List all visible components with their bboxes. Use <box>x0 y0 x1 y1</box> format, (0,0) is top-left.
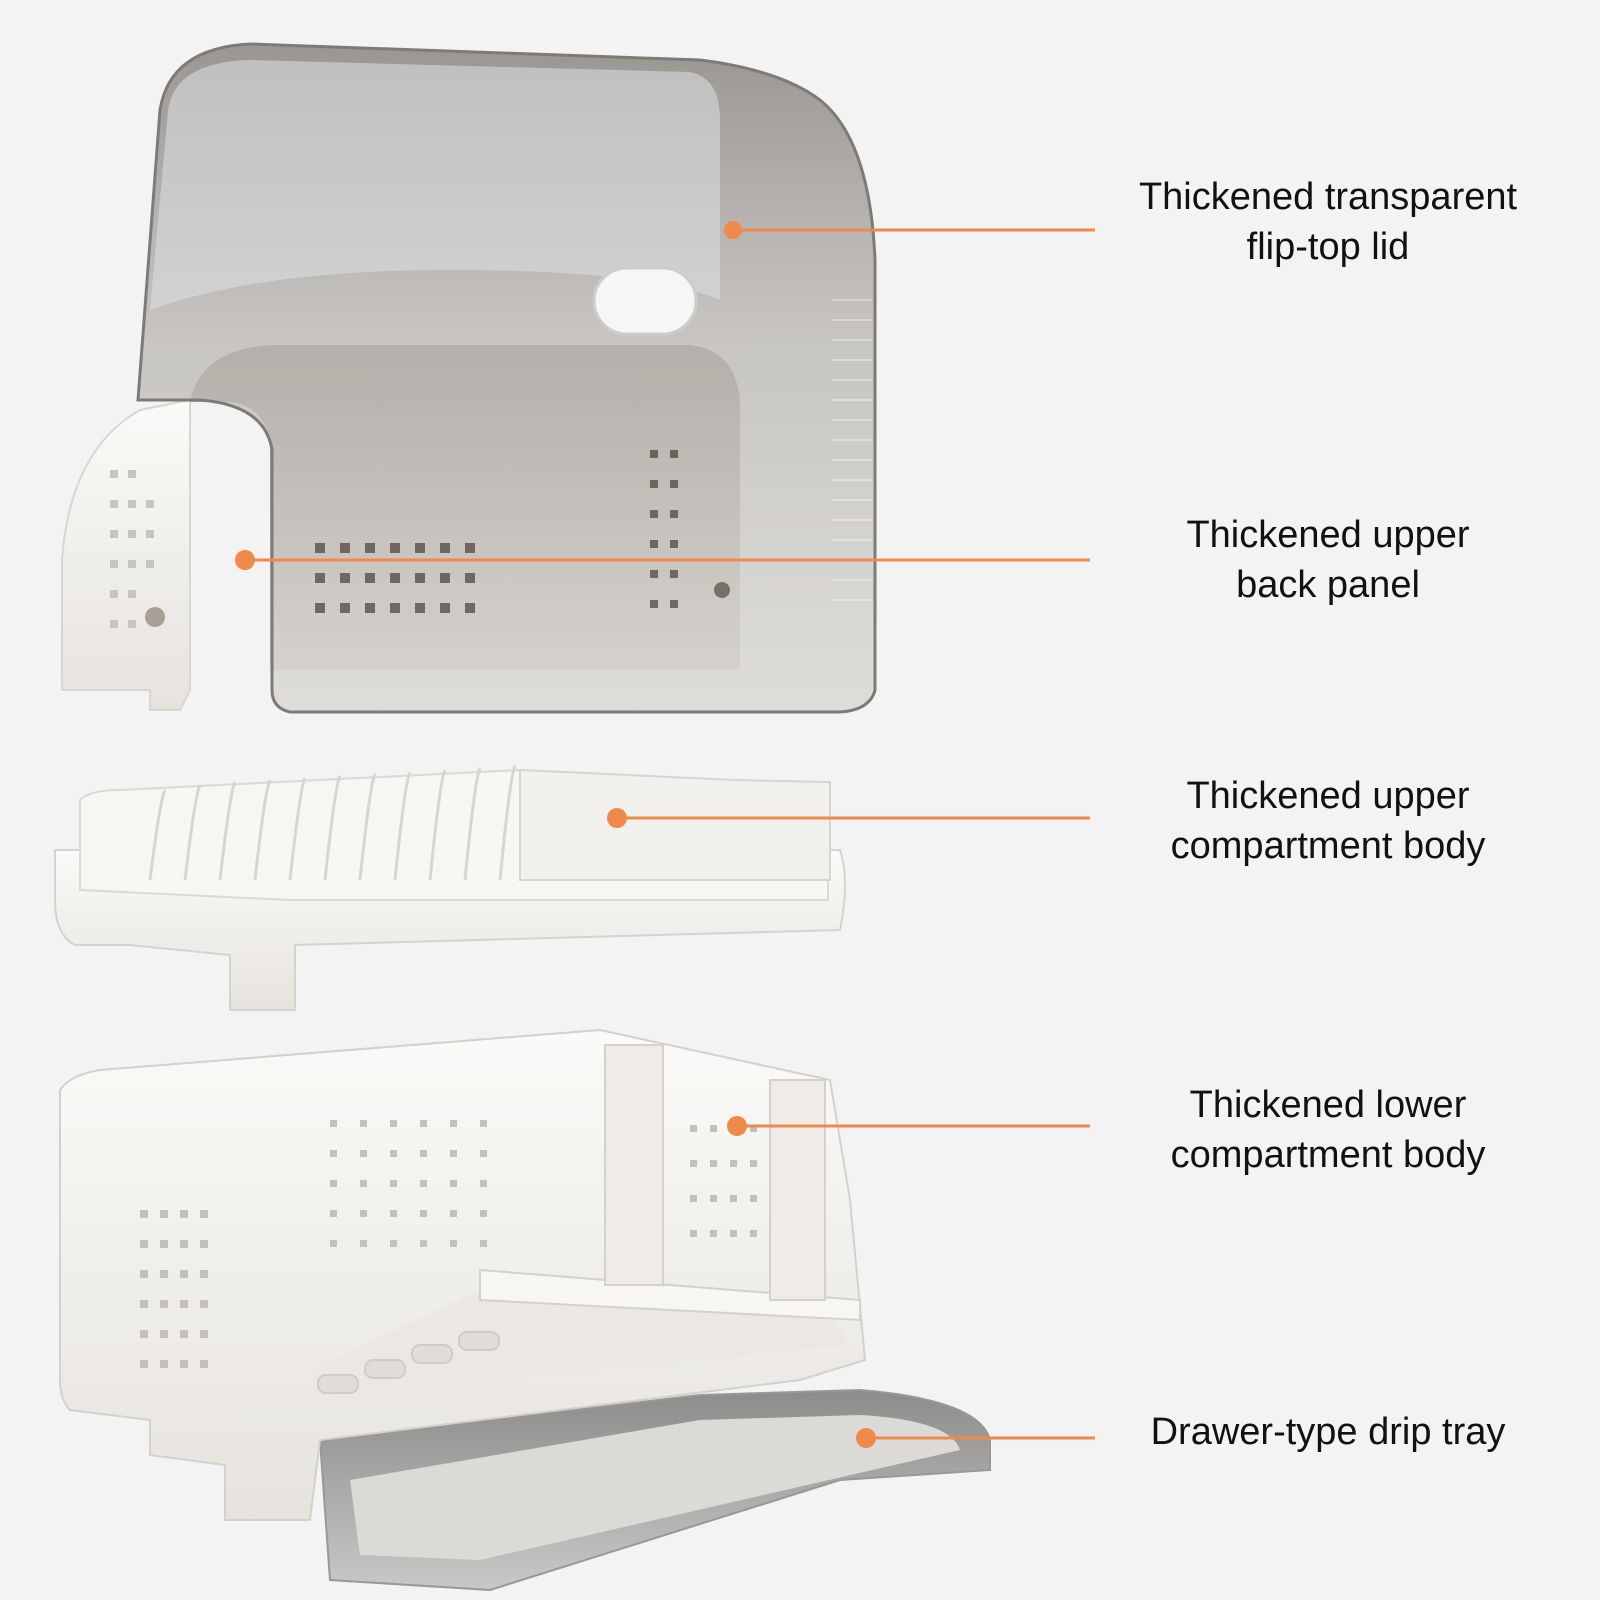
plate-slots <box>148 765 517 881</box>
drip-tray-inner <box>350 1415 960 1560</box>
callout-dot-back-panel <box>235 550 255 570</box>
callout-line: Thickened upper <box>1186 775 1470 817</box>
callout-label-upper-body: Thickened upper compartment body <box>1108 771 1548 871</box>
upper-compartment <box>54 765 846 1011</box>
lid-top-face <box>150 60 720 310</box>
lid-side-ribs <box>832 299 872 601</box>
callout-dot-upper-body <box>607 808 627 828</box>
lower-back-post <box>604 1044 664 1286</box>
hinge-pin <box>714 582 730 598</box>
utensil-slots <box>317 1331 500 1394</box>
callout-leaders <box>245 228 1095 1440</box>
callout-label-lower-body: Thickened lower compartment body <box>1108 1080 1548 1180</box>
callout-line: Thickened lower <box>1189 1084 1467 1126</box>
callout-line: Thickened transparent <box>1138 176 1518 218</box>
hinge-pin <box>145 607 165 627</box>
callout-dot-drip-tray <box>856 1428 876 1448</box>
left-side-wall <box>61 398 191 711</box>
lid-latch <box>592 266 698 336</box>
callout-line: flip-top lid <box>1246 226 1410 268</box>
callout-line: Thickened upper <box>1186 514 1470 556</box>
callout-line: back panel <box>1236 564 1420 606</box>
callout-label-drip-tray: Drawer-type drip tray <box>1108 1407 1548 1457</box>
upper-unit <box>61 42 877 714</box>
lower-vents <box>140 1120 757 1368</box>
side-wall-vents <box>110 470 154 628</box>
callout-label-lid: Thickened transparent flip-top lid <box>1108 172 1548 272</box>
lower-divider <box>479 1268 861 1322</box>
lower-compartment <box>59 1028 991 1592</box>
callout-line: Drawer-type drip tray <box>1150 1411 1506 1453</box>
callout-line: compartment body <box>1170 1134 1486 1176</box>
back-panel-vents <box>315 450 678 613</box>
callout-dots <box>235 221 876 1448</box>
callout-line: compartment body <box>1170 825 1486 867</box>
lower-back-post <box>769 1079 826 1301</box>
callout-dot-lid <box>724 221 742 239</box>
lower-inner-floor <box>310 1290 850 1400</box>
callout-label-back-panel: Thickened upper back panel <box>1108 510 1548 610</box>
callout-dot-lower-body <box>727 1116 747 1136</box>
utensil-box <box>519 768 831 881</box>
